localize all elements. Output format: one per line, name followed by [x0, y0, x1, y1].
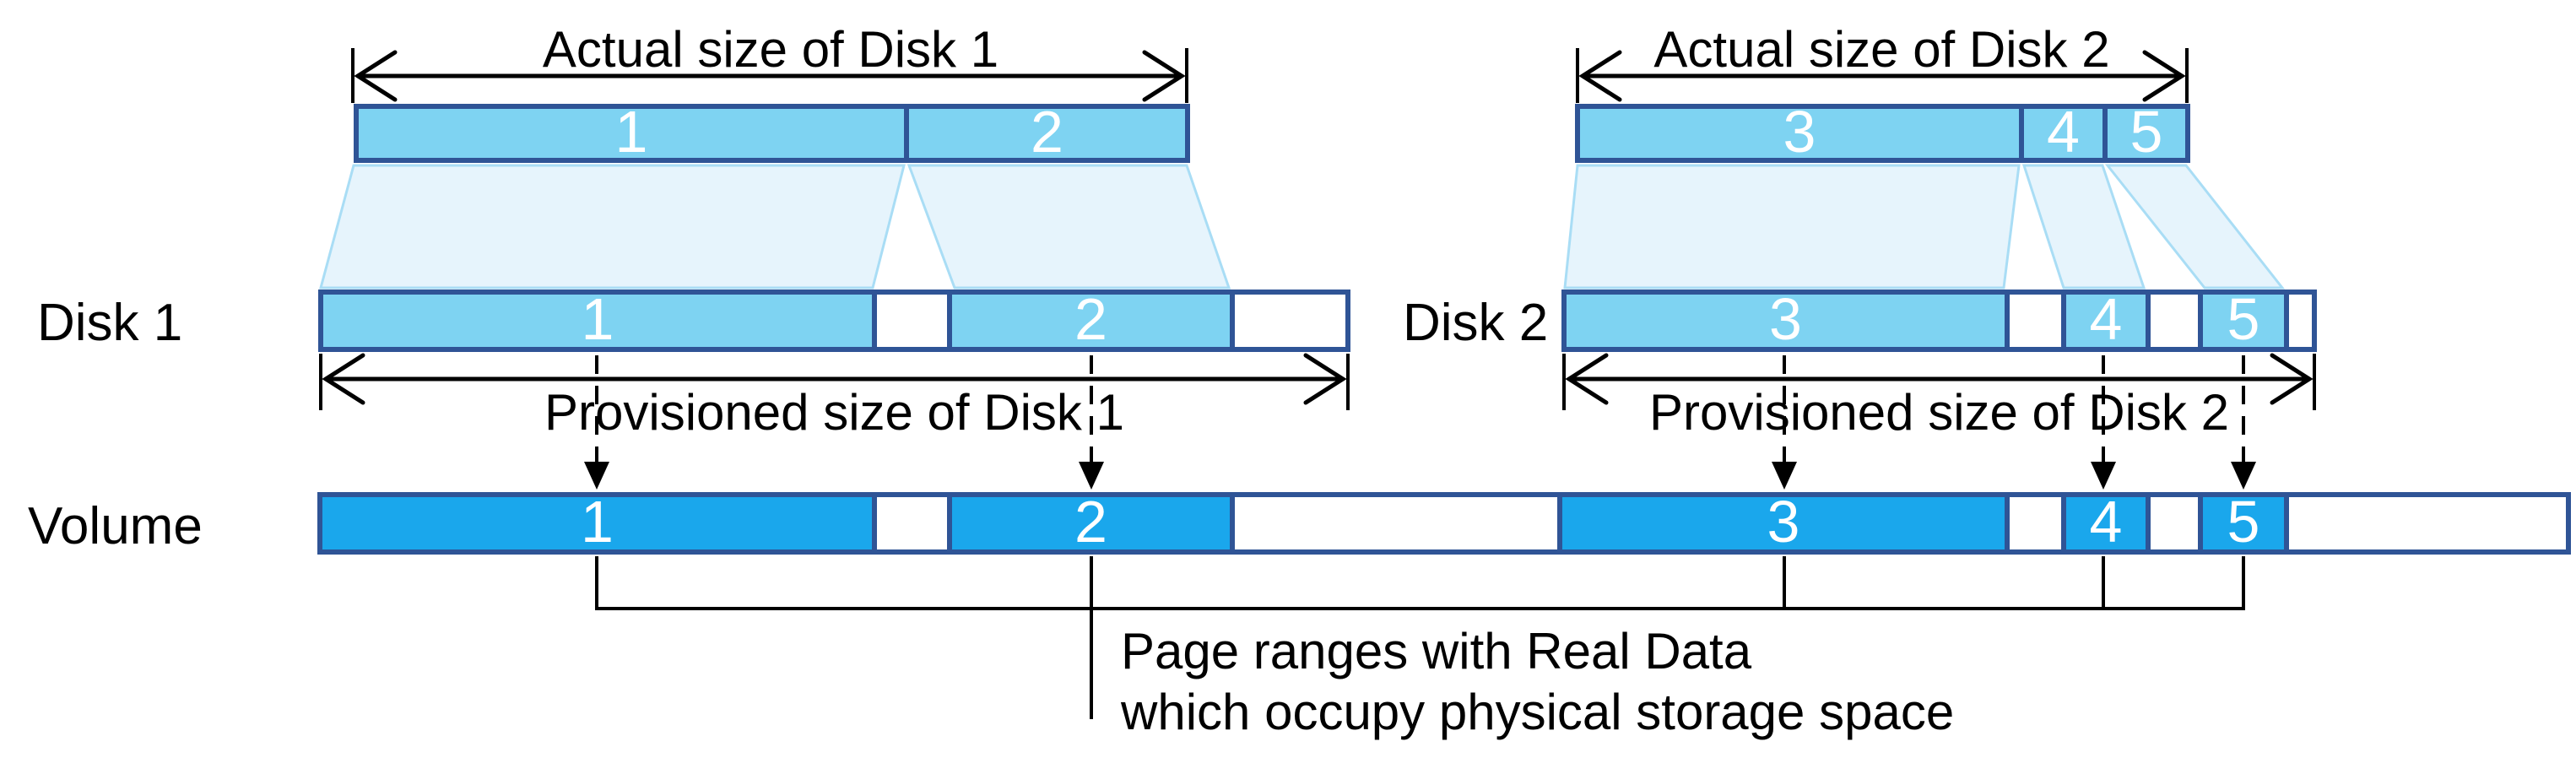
- trapezoid-mapping-page1: [319, 164, 906, 290]
- real-data-note: Page ranges with Real Data which occupy …: [1121, 621, 1954, 743]
- volume-page-segment-4: 4: [2066, 492, 2146, 551]
- segment-divider: [2019, 109, 2024, 158]
- dashed-connector-page4: [2091, 355, 2116, 490]
- connector-arrowhead: [1079, 462, 1104, 490]
- dashed-connector-page5: [2231, 355, 2256, 490]
- actual-page-segment-5: 5: [2108, 102, 2185, 161]
- trapezoid-mapping-page4: [2021, 164, 2146, 290]
- segment-number: 1: [614, 99, 648, 165]
- actual-size-arrow-disk2: [1576, 48, 2189, 103]
- connector-arrowhead: [2231, 462, 2256, 490]
- segment-divider: [2102, 109, 2108, 158]
- trapezoid-mapping-page5: [2104, 164, 2286, 290]
- segment-number: 5: [2130, 99, 2163, 165]
- segment-number: 5: [2227, 489, 2260, 555]
- segment-number: 3: [1769, 286, 1802, 352]
- connector-arrowhead: [1772, 462, 1797, 490]
- segment-number: 2: [1074, 286, 1107, 352]
- actual-page-segment-3: 3: [1580, 102, 2019, 161]
- dashed-connector-page2: [1079, 355, 1104, 490]
- segment-divider: [947, 295, 952, 347]
- disk2-page-segment-3: 3: [1567, 290, 2005, 349]
- arrowhead-right: [2142, 50, 2186, 102]
- disk1-label: Disk 1: [37, 294, 183, 352]
- segment-divider: [904, 109, 909, 158]
- segment-divider: [2198, 295, 2203, 347]
- disk1-bar: 1 2: [318, 290, 1350, 352]
- segment-divider: [2198, 497, 2203, 549]
- segment-number: 4: [2089, 286, 2123, 352]
- segment-divider: [2284, 295, 2289, 347]
- segment-divider: [872, 295, 877, 347]
- arrowhead-left: [322, 353, 365, 405]
- connector-arrowhead: [584, 462, 609, 490]
- volume-label: Volume: [28, 497, 203, 555]
- volume-page-segment-3: 3: [1562, 492, 2005, 551]
- actual-size-arrow-disk1: [351, 48, 1188, 103]
- segment-number: 2: [1031, 99, 1063, 165]
- segment-number: 4: [2047, 99, 2080, 165]
- segment-number: 4: [2089, 489, 2123, 555]
- arrowhead-right: [2270, 353, 2314, 405]
- actual-page-segment-1: 1: [359, 102, 904, 161]
- segment-number: 5: [2227, 286, 2260, 352]
- arrowhead-right: [1142, 50, 1186, 102]
- segment-divider: [2005, 497, 2010, 549]
- arrowhead-left: [354, 50, 398, 102]
- actual-size-bar-disk2: 3 4 5: [1575, 102, 2190, 163]
- trapezoid-mapping-page3: [1563, 164, 2021, 290]
- volume-page-segment-5: 5: [2203, 492, 2284, 551]
- segment-divider: [2005, 295, 2010, 347]
- arrowhead-left: [1565, 353, 1609, 405]
- arrowhead-right: [1303, 353, 1347, 405]
- segment-divider: [2061, 295, 2066, 347]
- provisioned-size-caption-disk1: Provisioned size of Disk 1: [544, 384, 1124, 441]
- actual-page-segment-2: 2: [909, 102, 1185, 161]
- actual-size-caption-disk2: Actual size of Disk 2: [1653, 21, 2110, 78]
- segment-number: 1: [581, 489, 614, 555]
- segment-divider: [2146, 497, 2151, 549]
- connector-arrowhead: [2091, 462, 2116, 490]
- segment-divider: [1230, 295, 1235, 347]
- segment-divider: [1557, 497, 1562, 549]
- actual-size-caption-disk1: Actual size of Disk 1: [542, 21, 999, 78]
- arrowhead-left: [1578, 50, 1622, 102]
- actual-page-segment-4: 4: [2024, 102, 2102, 161]
- actual-size-bar-disk1: 1 2: [354, 102, 1190, 163]
- segment-number: 3: [1783, 99, 1816, 165]
- dashed-connector-page3: [1772, 355, 1797, 490]
- provisioned-size-caption-disk2: Provisioned size of Disk 2: [1649, 384, 2229, 441]
- volume-page-segment-2: 2: [952, 492, 1230, 551]
- segment-number: 2: [1074, 489, 1107, 555]
- segment-divider: [2061, 497, 2066, 549]
- segment-divider: [2146, 295, 2151, 347]
- provisioned-size-arrow-disk2: [1562, 353, 2316, 410]
- disk2-page-segment-5: 5: [2203, 290, 2284, 349]
- disk1-page-segment-1: 1: [323, 290, 872, 349]
- dashed-connector-page1: [584, 355, 609, 490]
- disk2-page-segment-4: 4: [2066, 290, 2146, 349]
- disk1-page-segment-2: 2: [952, 290, 1230, 349]
- volume-page-segment-1: 1: [322, 492, 872, 551]
- segment-divider: [2284, 497, 2289, 549]
- segment-number: 1: [581, 286, 614, 352]
- volume-bar: 1 2 3 4 5: [317, 492, 2571, 555]
- segment-number: 3: [1767, 489, 1800, 555]
- disk2-label: Disk 2: [1403, 294, 1549, 352]
- segment-divider: [872, 497, 877, 549]
- real-data-note-line2: which occupy physical storage space: [1121, 684, 1955, 740]
- disk2-bar: 3 4 5: [1561, 290, 2317, 352]
- trapezoid-mapping-page2: [906, 164, 1231, 290]
- segment-divider: [1230, 497, 1235, 549]
- provisioned-size-arrow-disk1: [319, 353, 1350, 410]
- real-data-note-line1: Page ranges with Real Data: [1121, 623, 1752, 679]
- page-ranges-bracket: [595, 556, 2245, 719]
- segment-divider: [947, 497, 952, 549]
